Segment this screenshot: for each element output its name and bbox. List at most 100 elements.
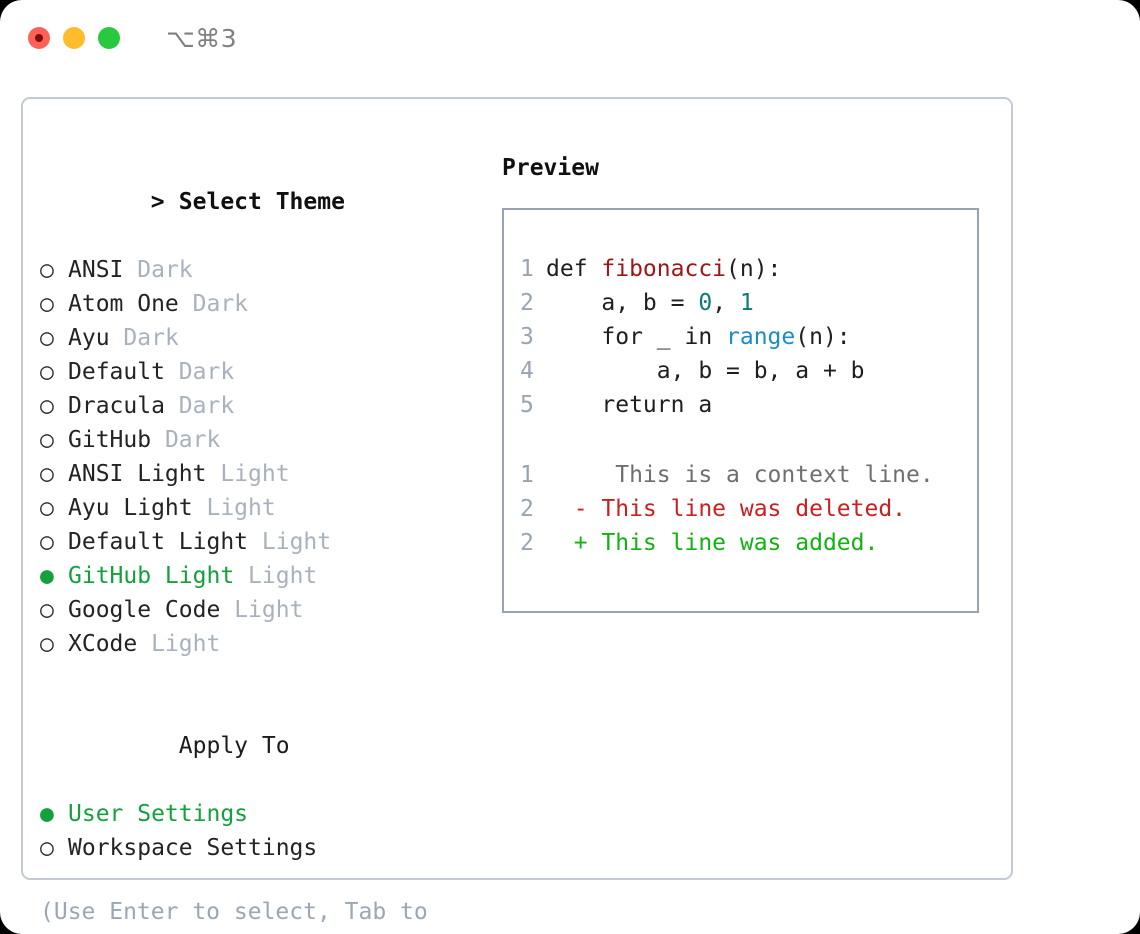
label-gap [248, 529, 262, 555]
keyboard-hint-text: (Use Enter to select, Tab to change focu… [40, 899, 428, 934]
line-number: 5 [520, 392, 534, 418]
theme-selector-column: >Select Theme ○ANSI Dark○Atom One Dark○A… [40, 151, 490, 934]
line-number: 3 [520, 324, 534, 350]
apply-to-option[interactable]: ○ Workspace Settings [40, 831, 490, 865]
theme-list-item[interactable]: ○ Default Dark [40, 355, 490, 389]
theme-variant-tag: Dark [192, 291, 249, 317]
label-gap [165, 393, 179, 419]
radio-unselected-icon: ○ [40, 631, 54, 657]
theme-variant-tag: Light [151, 631, 221, 657]
prompt-caret-icon: > [150, 189, 165, 215]
minimize-window-button[interactable] [63, 27, 85, 49]
theme-variant-tag: Dark [137, 257, 193, 283]
code-token: def [546, 256, 602, 282]
diff-text: This is a context line. [587, 462, 934, 488]
line-number: 2 [520, 530, 534, 556]
diff-text: This line was deleted. [587, 496, 907, 522]
label-gap [151, 427, 165, 453]
radio-unselected-icon: ○ [40, 257, 54, 283]
theme-variant-tag: Light [248, 563, 318, 589]
code-token: (n): [795, 324, 851, 350]
label-gap [137, 631, 151, 657]
list-spacer [40, 661, 490, 695]
preview-title: Preview [502, 155, 599, 181]
code-token: 1 [739, 290, 754, 316]
close-window-button[interactable] [28, 27, 50, 49]
theme-list: ○ANSI Dark○Atom One Dark○Ayu Dark○Defaul… [40, 253, 490, 661]
code-token: for _ in [546, 324, 727, 350]
apply-to-label: Workspace Settings [68, 835, 318, 861]
label-gap [234, 563, 248, 589]
code-token: , [712, 290, 740, 316]
code-token: fibonacci [601, 256, 727, 282]
apply-to-header-row: Apply To [40, 695, 490, 797]
theme-list-item[interactable]: ○Dracula Dark [40, 389, 490, 423]
theme-list-item[interactable]: ○ Atom One Dark [40, 287, 490, 321]
theme-variant-tag: Light [261, 529, 332, 555]
diff-line: 1 This is a context line. [520, 458, 971, 492]
main-panel: >Select Theme ○ANSI Dark○Atom One Dark○A… [21, 97, 1013, 934]
theme-variant-tag: Dark [123, 325, 179, 351]
theme-variant-tag: Dark [164, 427, 221, 453]
theme-list-item[interactable]: ○ XCode Light [40, 627, 490, 661]
code-token: a, b = [546, 290, 699, 316]
window-controls [28, 27, 120, 49]
theme-variant-tag: Light [234, 597, 304, 623]
radio-unselected-icon: ○ [40, 461, 54, 487]
diff-text: This line was added. [587, 530, 879, 556]
line-number: 1 [520, 462, 534, 488]
radio-unselected-icon: ○ [40, 597, 54, 623]
code-token: range [726, 324, 796, 350]
radio-selected-icon: ● [40, 801, 54, 827]
theme-name-label: Ayu [68, 325, 110, 351]
code-line: 5 return a [520, 388, 971, 422]
diff-sign: + [546, 530, 588, 556]
theme-list-item[interactable]: ●GitHub Light Light [40, 559, 490, 593]
radio-unselected-icon: ○ [40, 835, 54, 861]
code-line: 3 for _ in range(n): [520, 320, 971, 354]
code-token: 0 [698, 290, 713, 316]
theme-list-item[interactable]: ○ Ayu Light Light [40, 491, 490, 525]
select-theme-header: >Select Theme [40, 151, 490, 253]
theme-variant-tag: Light [206, 495, 276, 521]
theme-name-label: Atom One [68, 291, 179, 317]
radio-selected-icon: ● [40, 563, 54, 589]
radio-unselected-icon: ○ [40, 529, 54, 555]
apply-to-option[interactable]: ●User Settings [40, 797, 490, 831]
theme-name-label: Ayu Light [68, 495, 193, 521]
label-gap [220, 597, 234, 623]
line-number: 2 [520, 290, 534, 316]
theme-name-label: GitHub [68, 427, 152, 453]
theme-variant-tag: Light [220, 461, 290, 487]
theme-name-label: XCode [68, 631, 138, 657]
radio-unselected-icon: ○ [40, 495, 54, 521]
radio-unselected-icon: ○ [40, 359, 54, 385]
line-number: 1 [520, 256, 534, 282]
radio-unselected-icon: ○ [40, 393, 54, 419]
theme-list-item[interactable]: ○ ANSI Light Light [40, 457, 490, 491]
theme-name-label: ANSI Light [68, 461, 207, 487]
theme-name-label: ANSI [68, 257, 124, 283]
code-line: 2 a, b = 0, 1 [520, 286, 971, 320]
theme-list-item[interactable]: ○Default Light Light [40, 525, 490, 559]
maximize-window-button[interactable] [98, 27, 120, 49]
label-gap [165, 359, 179, 385]
label-gap [206, 461, 220, 487]
code-token: (n): [726, 256, 782, 282]
label-gap [123, 257, 137, 283]
theme-name-label: Default [68, 359, 165, 385]
theme-name-label: Dracula [68, 393, 165, 419]
theme-list-item[interactable]: ○ ANSI Dark [40, 253, 490, 287]
theme-list-item[interactable]: ○Ayu Dark [40, 321, 490, 355]
line-number: 4 [520, 358, 534, 384]
apply-to-title: Apply To [178, 733, 290, 759]
theme-variant-tag: Dark [178, 359, 235, 385]
radio-unselected-icon: ○ [40, 291, 54, 317]
theme-list-item[interactable]: ○GitHub Dark [40, 423, 490, 457]
theme-list-item[interactable]: ○Google Code Light [40, 593, 490, 627]
diff-line: 2 - This line was deleted. [520, 492, 971, 526]
diff-line: 2 + This line was added. [520, 526, 971, 560]
